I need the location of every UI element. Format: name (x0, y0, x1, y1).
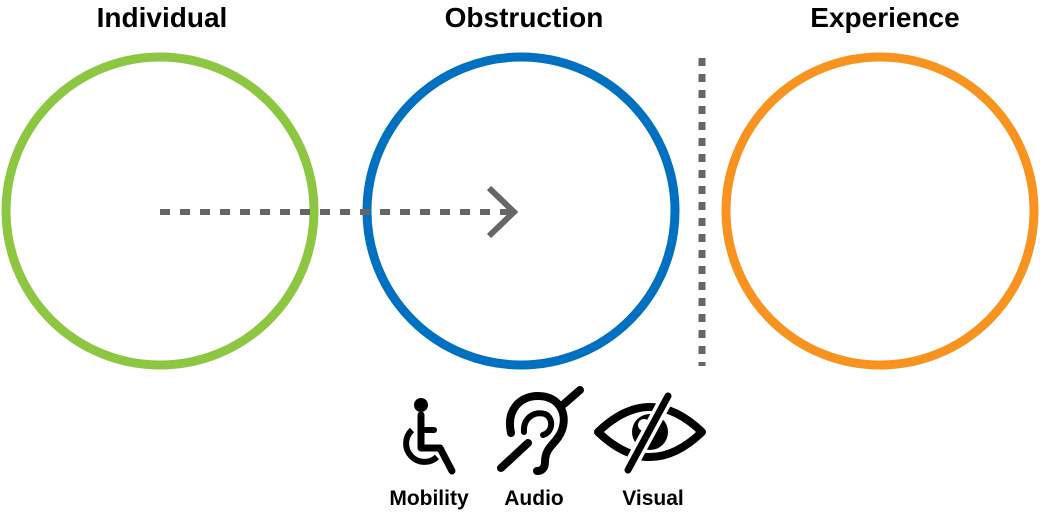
icon-label-audio: Audio (504, 487, 563, 510)
eye-crossed-icon (594, 389, 706, 477)
heading-individual: Individual (97, 2, 228, 33)
circle-individual (1, 52, 319, 370)
wheelchair-icon (403, 398, 456, 475)
heading-experience: Experience (810, 2, 959, 33)
heading-obstruction: Obstruction (445, 2, 604, 33)
circle-experience (721, 52, 1039, 370)
circle-obstruction (362, 52, 680, 370)
connector-arrowhead (486, 185, 519, 239)
icon-label-mobility: Mobility (389, 487, 469, 510)
ear-crossed-icon (497, 386, 584, 475)
icon-label-visual: Visual (622, 487, 683, 510)
